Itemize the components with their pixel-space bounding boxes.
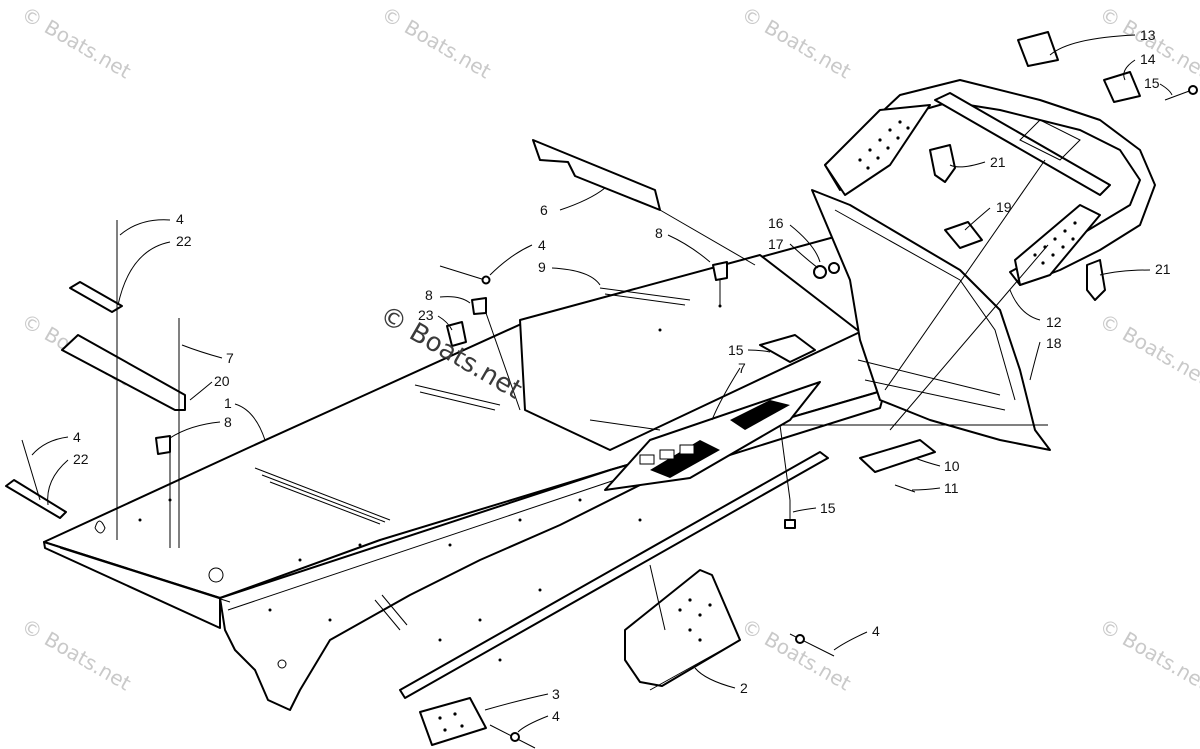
bracket-15-mid-part	[759, 334, 816, 363]
callout-4-right: 4	[872, 623, 880, 639]
reflector-13-part	[1017, 31, 1059, 67]
strip-22-bottom-part	[5, 479, 67, 519]
plug-8-mid-part	[471, 297, 487, 315]
right-pad-dots	[1033, 221, 1077, 265]
watermark-bc: © Boats.net	[738, 614, 856, 696]
callout-5: 6	[540, 202, 548, 218]
watermark-tc: © Boats.net	[378, 2, 496, 84]
deck-hatch	[254, 287, 691, 631]
clip-21-right-part	[1086, 259, 1106, 301]
callout-21-right: 21	[1155, 261, 1171, 277]
callout-23: 23	[418, 307, 434, 323]
callout-leaders	[31, 34, 1173, 733]
pin-4-right-part	[789, 633, 835, 657]
left-pad-dots	[858, 120, 910, 170]
screw-11-part	[894, 484, 916, 493]
callout-4-left-top: 4	[176, 211, 184, 227]
callout-15-top: 15	[1144, 75, 1160, 91]
bolt-15-bottom-part	[784, 500, 796, 529]
reflector-14-part	[1103, 71, 1141, 103]
grille-10-part	[859, 439, 936, 473]
callout-1: 1	[224, 395, 232, 411]
plug-8-top-part	[712, 261, 728, 281]
callout-17: 17	[768, 236, 784, 252]
callout-11: 11	[944, 480, 959, 496]
watermark-mr: © Boats.net	[1096, 309, 1200, 391]
screw-15-top-part	[1164, 85, 1198, 101]
callout-8-left-label: 8	[224, 414, 232, 430]
callout-labels: 13 14 15 21 19 16 17 21 12 18 15 7 10 11…	[73, 27, 1171, 724]
callout-4-bottom: 4	[552, 708, 560, 724]
watermark-tr: © Boats.net	[738, 2, 856, 84]
clip-21-top-part	[929, 144, 956, 183]
callout-21-top: 21	[990, 154, 1006, 170]
callout-19: 19	[996, 199, 1012, 215]
assembly-lines	[659, 159, 1049, 501]
rear-bumper-part	[824, 79, 1156, 286]
bracket-20-part	[61, 334, 186, 411]
callout-6: 7	[738, 360, 746, 376]
clip-19-part	[944, 221, 983, 249]
bracket-2-part	[624, 564, 741, 691]
callout-13: 13	[1140, 27, 1156, 43]
callout-15-mid: 15	[728, 342, 744, 358]
callout-4-left-bottom: 4	[73, 429, 81, 445]
pin-4-mid-part	[439, 265, 491, 285]
strip-22-top-part	[69, 281, 123, 313]
callout-7: 7	[226, 350, 234, 366]
decal-part	[604, 381, 821, 491]
callout-22-top: 22	[176, 233, 192, 249]
callout-22-bottom: 22	[73, 451, 89, 467]
pin-4-left-bottom-part	[21, 439, 41, 501]
rear-flap-part	[811, 189, 1051, 451]
callout-16: 16	[768, 215, 784, 231]
callout-14: 14	[1140, 51, 1156, 67]
plug-8-left-part	[155, 435, 171, 455]
watermark-br: © Boats.net	[1096, 614, 1200, 696]
callout-9: 9	[538, 259, 546, 275]
watermark-bl: © Boats.net	[18, 614, 136, 696]
callout-20: 20	[214, 373, 230, 389]
callout-8-top: 8	[655, 225, 663, 241]
nut-17-part	[813, 265, 827, 279]
callout-12: 12	[1046, 314, 1062, 330]
callout-10: 10	[944, 458, 960, 474]
watermark-tl: © Boats.net	[18, 2, 136, 84]
callout-15-bottom: 15	[820, 500, 836, 516]
callout-8-mid: 8	[425, 287, 433, 303]
plate-3-part	[419, 697, 487, 746]
tunnel-part	[43, 229, 886, 711]
callout-18: 18	[1046, 335, 1062, 351]
pin-4-bottom-part	[489, 724, 536, 749]
callout-4-mid: 4	[538, 237, 546, 253]
callout-2: 2	[740, 680, 748, 696]
plate-23-part	[446, 321, 467, 347]
washer-16-part	[828, 262, 840, 274]
cover-strip-part	[532, 139, 661, 211]
callout-3: 3	[552, 686, 560, 702]
